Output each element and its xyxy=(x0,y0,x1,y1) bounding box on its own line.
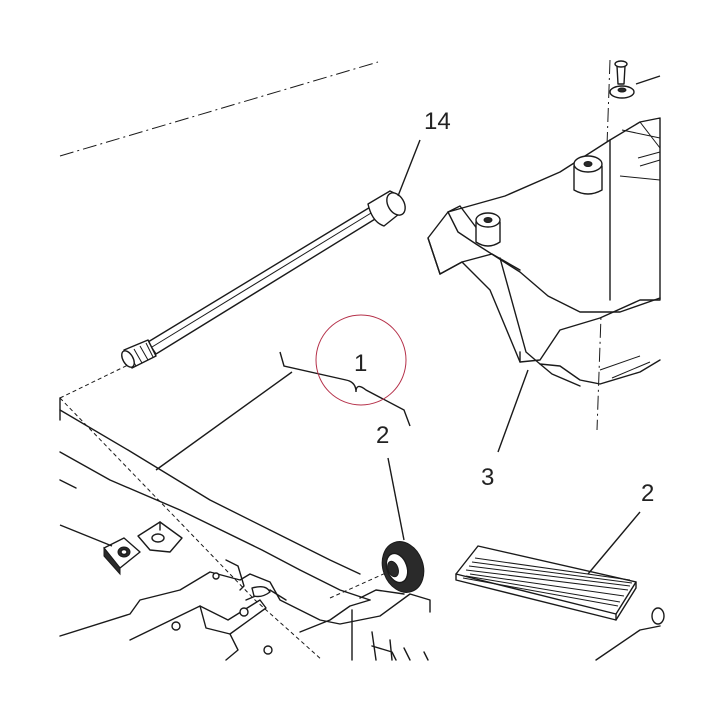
screw-washer xyxy=(609,60,661,99)
brace-1 xyxy=(279,351,411,427)
leader-lines xyxy=(155,139,641,575)
leader-14 xyxy=(397,139,421,197)
callout-3: 3 xyxy=(481,464,494,491)
reference-lines xyxy=(59,59,611,661)
frame-hole-left xyxy=(171,621,181,631)
clip-nut xyxy=(59,524,141,576)
frame-hole-low xyxy=(263,645,273,655)
callout-14: 14 xyxy=(424,108,451,135)
alignment-line-grommet xyxy=(329,571,389,599)
callout-labels: 14 1 2 3 2 xyxy=(354,108,654,507)
centerline-upper xyxy=(59,61,379,157)
leader-2-pad xyxy=(587,511,641,575)
highlight-circle xyxy=(315,314,407,406)
grommet-part-2 xyxy=(381,541,425,593)
cover-boss-right xyxy=(573,165,603,195)
cover-boss-left xyxy=(475,221,501,247)
frame-lower xyxy=(59,397,665,661)
rod-part-14 xyxy=(121,190,406,369)
rubber-pad-part-2 xyxy=(455,545,637,621)
centerline-fastener xyxy=(596,59,611,431)
side-cover-part-3 xyxy=(427,117,661,387)
alignment-line-rod xyxy=(59,364,129,399)
leader-2-grommet xyxy=(387,457,405,541)
alignment-line-lower xyxy=(59,397,323,661)
callout-1: 1 xyxy=(354,350,367,377)
leader-3 xyxy=(497,369,529,453)
frame-hole-mid xyxy=(239,607,249,617)
leader-1 xyxy=(155,371,293,471)
callout-2-pad: 2 xyxy=(641,480,654,507)
screw xyxy=(616,65,626,85)
rod-shaft xyxy=(147,205,381,355)
callout-2-grommet: 2 xyxy=(376,422,389,449)
